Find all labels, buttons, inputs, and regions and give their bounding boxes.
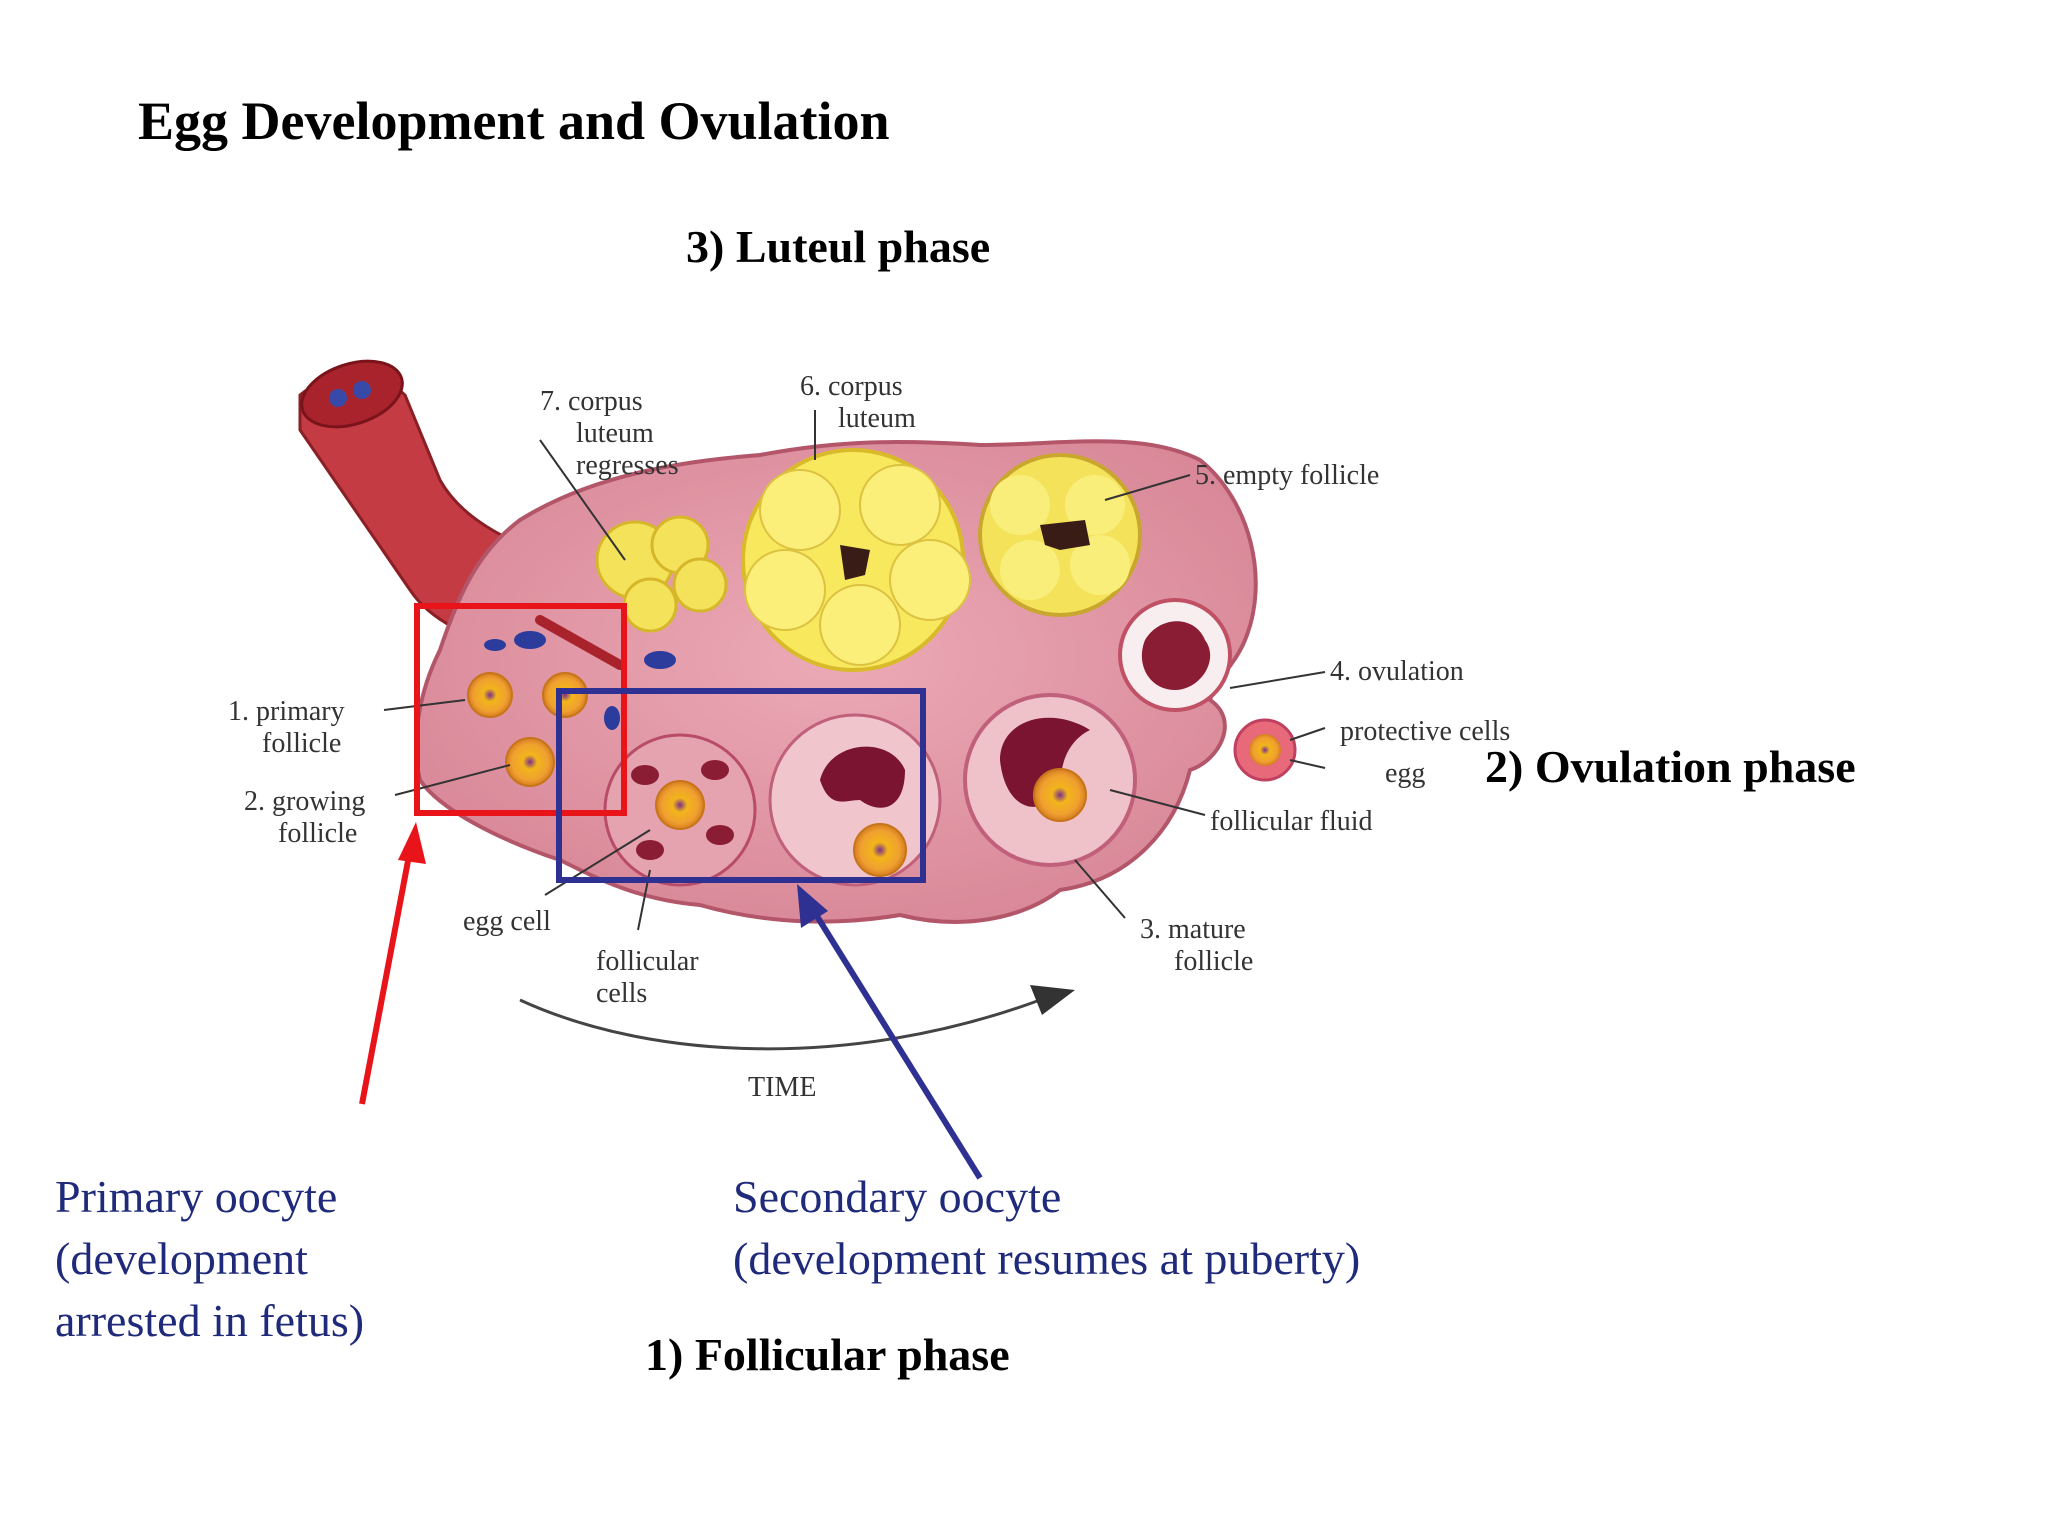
primary-oocyte-highlight-box <box>414 603 627 816</box>
secondary-oocyte-highlight-box <box>556 688 926 883</box>
regresses-label-1: 7. corpus <box>540 386 643 417</box>
released-egg <box>1233 718 1297 782</box>
slide-title: Egg Development and Ovulation <box>138 91 890 151</box>
regresses-label-3: regresses <box>576 450 679 481</box>
primary-follicle-label-2: follicle <box>262 728 341 759</box>
follicular-cells-label-1: follicular <box>596 946 699 977</box>
secondary-follicle-b <box>768 713 942 887</box>
primary-oocyte-note: Primary oocyte (development arrested in … <box>55 1171 365 1346</box>
corpus-luteum-label-2: luteum <box>838 403 916 434</box>
time-arrow <box>519 985 1075 1051</box>
follicular-phase-label: 1) Follicular phase <box>645 1329 1010 1380</box>
protective-cells-label: protective cells <box>1340 716 1510 747</box>
growing-follicle-label-1: 2. growing <box>244 786 365 817</box>
primary-follicles <box>467 615 676 787</box>
follicular-fluid-label: follicular fluid <box>1210 806 1373 837</box>
ovulating-follicle <box>1118 598 1232 712</box>
secondary-follicle-a <box>603 733 757 887</box>
luteal-phase-label: 3) Luteul phase <box>686 221 991 272</box>
diagram-label-group: 1. primary follicle 2. growing follicle … <box>228 371 1510 1103</box>
corpus-luteum-label-1: 6. corpus <box>800 371 903 402</box>
follicular-cells-label-2: cells <box>596 978 647 1009</box>
mature-follicle-label-1: 3. mature <box>1140 914 1246 945</box>
corpus-luteum-regresses <box>595 515 728 633</box>
primary-follicle-label-1: 1. primary <box>228 696 345 727</box>
time-label: TIME <box>748 1072 816 1103</box>
secondary-oocyte-arrow <box>797 884 983 1180</box>
empty-follicle <box>978 453 1142 617</box>
ovulation-phase-label: 2) Ovulation phase <box>1485 741 1856 792</box>
primary-oocyte-arrow <box>359 822 426 1105</box>
growing-follicle-label-2: follicle <box>278 818 357 849</box>
mature-follicle <box>963 693 1137 867</box>
egg-cell-label: egg cell <box>463 906 551 937</box>
corpus-luteum <box>741 448 971 672</box>
egg-label: egg <box>1385 758 1425 789</box>
ovulation-label: 4. ovulation <box>1330 656 1464 687</box>
regresses-label-2: luteum <box>576 418 654 449</box>
mature-follicle-label-2: follicle <box>1174 946 1253 977</box>
secondary-oocyte-note: Secondary oocyte (development resumes at… <box>733 1171 1361 1284</box>
empty-follicle-label: 5. empty follicle <box>1195 460 1379 491</box>
